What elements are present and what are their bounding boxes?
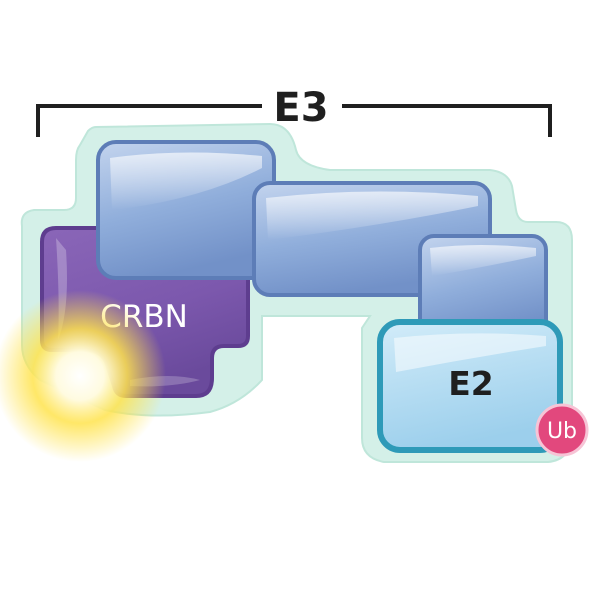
bracket-right-segment xyxy=(342,104,552,137)
e2-label: E2 xyxy=(448,364,494,403)
bracket-left-segment xyxy=(36,104,262,137)
e3-label: E3 xyxy=(273,85,328,131)
ubiquitin-label: Ub xyxy=(547,419,577,444)
e2-enzyme xyxy=(377,319,563,453)
scaffold-block-1 xyxy=(96,140,276,280)
ubiquitin-badge xyxy=(535,403,589,457)
e3-bracket xyxy=(36,104,552,137)
binding-glow xyxy=(0,290,166,462)
